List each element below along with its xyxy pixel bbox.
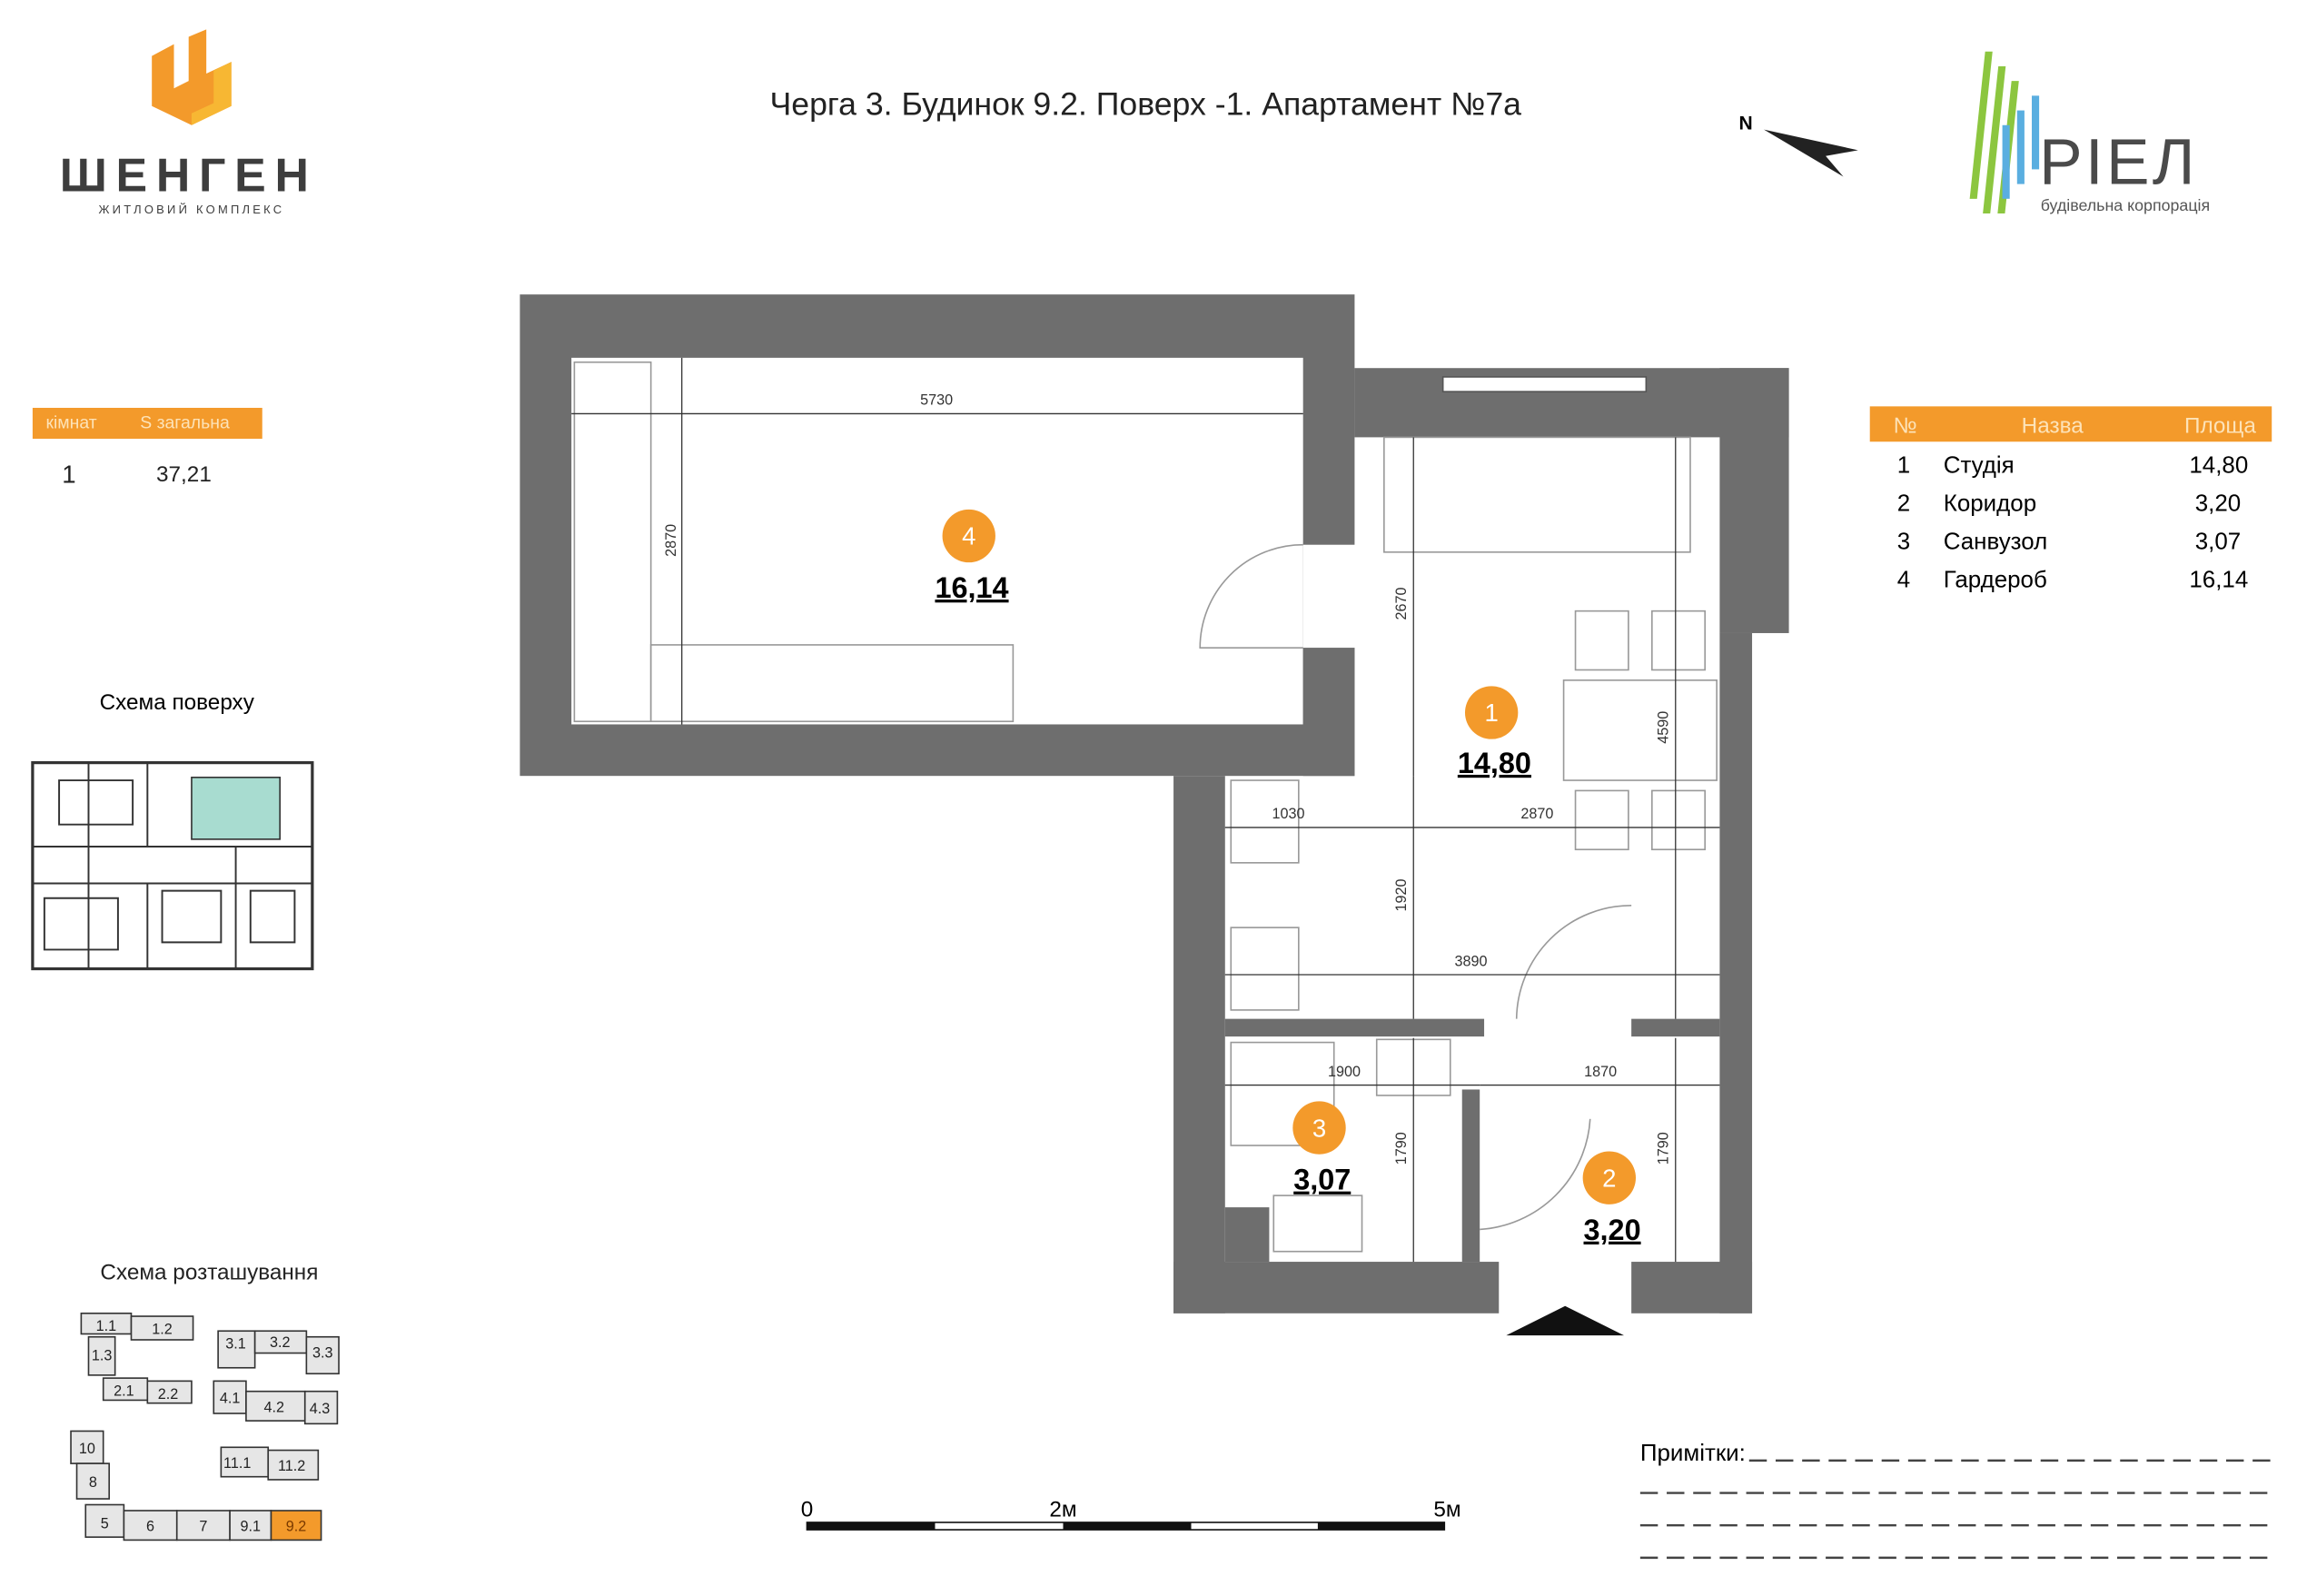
building-label: 11.2 (278, 1458, 305, 1474)
north-arrow-icon: N (1738, 114, 1858, 177)
room-badge-studio: 1 14,80 (1458, 686, 1531, 779)
row-area: 3,07 (2195, 530, 2241, 555)
row-area: 3,20 (2195, 491, 2241, 516)
header-area: Площа (2184, 414, 2256, 439)
room-number: 1 (1484, 699, 1498, 727)
building-label: 4.3 (310, 1401, 331, 1417)
header-name: Назва (2022, 414, 2084, 439)
building-label: 2.1 (114, 1383, 134, 1400)
notes-label: Примітки: (1640, 1441, 1746, 1466)
page-title: Черга 3. Будинок 9.2. Поверх -1. Апартам… (770, 85, 1522, 122)
riel-subtitle: будівельна корпорація (2041, 196, 2210, 214)
room-number: 3 (1312, 1114, 1326, 1142)
room-badge-bathroom: 3 3,07 (1292, 1101, 1351, 1196)
dimension-label: 3890 (1454, 953, 1487, 969)
dimension-label: 4590 (1656, 711, 1672, 744)
riel-name: РІЕЛ (2039, 126, 2198, 199)
building-label: 3.2 (270, 1334, 291, 1351)
room-area: 14,80 (1458, 747, 1531, 779)
room-number: 4 (962, 522, 975, 550)
dimension-label: 5730 (920, 392, 953, 409)
building-label: 7 (199, 1519, 207, 1535)
notes-section: Примітки: (1639, 1441, 2275, 1560)
building-label: 8 (89, 1474, 97, 1491)
dimension-label: 1900 (1328, 1064, 1361, 1080)
dimension-label: 1870 (1584, 1064, 1617, 1080)
header-rooms: кімнат (45, 413, 96, 433)
brand-name: ШЕНГЕН (60, 149, 318, 202)
room-badge-corridor: 2 3,20 (1582, 1151, 1641, 1246)
building-label-highlighted: 9.2 (286, 1519, 307, 1535)
row-no: 1 (1897, 452, 1910, 478)
scale-label: 2м (1049, 1497, 1076, 1522)
dimension-label: 1790 (1393, 1132, 1410, 1165)
row-name: Студія (1944, 452, 2015, 478)
room-area: 16,14 (935, 571, 1008, 604)
shengen-logo: ШЕНГЕН ЖИТЛОВИЙ КОМПЛЕКС (60, 29, 318, 216)
dimension-label: 1920 (1393, 878, 1410, 911)
building-label: 4.2 (263, 1399, 284, 1415)
floor-plan: 5730 2870 2670 4590 1030 2870 1920 3890 … (520, 294, 1789, 1336)
building-label: 2.2 (158, 1386, 179, 1403)
table-row: 2 Коридор 3,20 (1897, 491, 2241, 516)
row-name: Гардероб (1944, 568, 2047, 593)
room-area: 3,07 (1293, 1164, 1351, 1196)
header-total-area: S загальна (140, 413, 230, 433)
building-label: 5 (101, 1515, 109, 1532)
building-label: 3.3 (312, 1344, 333, 1361)
building-label: 1.3 (92, 1348, 113, 1364)
row-no: 4 (1897, 568, 1910, 593)
location-scheme: Схема розташування 1.1 1.2 1.3 2.1 2.2 3… (70, 1261, 340, 1541)
building-label: 1.2 (152, 1321, 173, 1337)
brand-subtitle: ЖИТЛОВИЙ КОМПЛЕКС (98, 203, 284, 216)
building-label: 6 (146, 1519, 154, 1535)
header-no: № (1894, 414, 1917, 439)
room-number: 2 (1602, 1164, 1616, 1192)
rooms-table: № Назва Площа 1 Студія 14,80 2 Коридор 3… (1869, 406, 2272, 593)
building-label: 9.1 (241, 1519, 262, 1535)
row-name: Коридор (1944, 491, 2036, 516)
table-row: 3 Санвузол 3,07 (1897, 530, 2241, 555)
building-label: 1.1 (96, 1318, 117, 1334)
floor-scheme-title: Схема поверху (100, 690, 255, 715)
riel-logo: РІЕЛ будівельна корпорація (1969, 51, 2210, 214)
entrance-arrow-icon (1506, 1305, 1625, 1336)
building-label: 11.1 (223, 1455, 251, 1472)
row-no: 3 (1897, 530, 1910, 555)
floor-scheme: Схема поверху (31, 690, 314, 971)
compass-label: N (1738, 114, 1752, 134)
table-row: 4 Гардероб 16,14 (1897, 568, 2248, 593)
dimension-label: 2870 (1520, 806, 1553, 822)
rooms-count: 1 (62, 461, 75, 489)
dimension-label: 2670 (1393, 588, 1410, 620)
location-scheme-title: Схема розташування (100, 1261, 318, 1285)
total-area: 37,21 (156, 462, 212, 487)
building-label: 4.1 (220, 1391, 241, 1407)
room-badge-wardrobe: 4 16,14 (935, 509, 1009, 604)
summary-table: кімнат S загальна 1 37,21 (32, 407, 262, 489)
row-no: 2 (1897, 491, 1910, 516)
table-row: 1 Студія 14,80 (1897, 452, 2248, 478)
room-area: 3,20 (1584, 1214, 1641, 1246)
row-name: Санвузол (1944, 530, 2047, 555)
scale-label: 0 (801, 1497, 814, 1522)
row-area: 16,14 (2189, 568, 2248, 593)
building-label: 10 (79, 1441, 95, 1457)
dimension-label: 1030 (1272, 806, 1304, 822)
dimension-label: 2870 (663, 524, 679, 557)
scale-label: 5м (1433, 1497, 1460, 1522)
building-label: 3.1 (225, 1336, 246, 1353)
dimension-label: 1790 (1656, 1132, 1672, 1165)
row-area: 14,80 (2189, 452, 2248, 478)
scale-bar: 0 2м 5м (801, 1497, 1461, 1531)
